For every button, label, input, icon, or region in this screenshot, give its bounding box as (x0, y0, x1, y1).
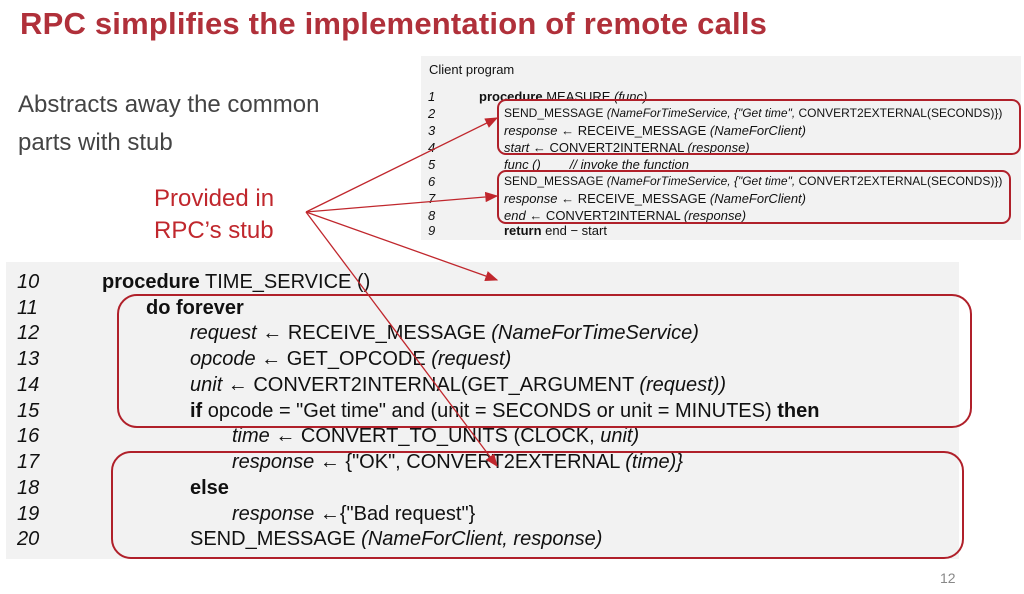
arrow-to-server-send (305, 211, 498, 468)
line-number: 17 (17, 451, 40, 473)
page-number: 12 (940, 570, 956, 586)
arrow-to-server-receive (305, 211, 499, 281)
line-number: 6 (428, 174, 436, 189)
stub-callout: Provided in RPC’s stub (154, 185, 275, 244)
line-number: 11 (17, 297, 38, 319)
keyword: then (777, 400, 820, 422)
line-number: 5 (428, 157, 436, 172)
line-number: 15 (17, 400, 40, 422)
slide-title: RPC simplifies the implementation of rem… (20, 6, 768, 41)
keyword: else (190, 477, 229, 499)
line-number: 4 (428, 140, 436, 155)
keyword: if (190, 400, 203, 422)
line-number: 9 (428, 223, 436, 238)
client-program-heading: Client program (429, 62, 515, 77)
time-service-panel: 10 procedure TIME_SERVICE () 11 do forev… (6, 262, 959, 559)
arrow-to-client-block-1 (305, 117, 499, 213)
line-number: 16 (17, 425, 40, 447)
line-number: 18 (17, 477, 40, 499)
line-number: 19 (17, 503, 40, 525)
line-number: 10 (17, 271, 40, 293)
line-number: 12 (17, 322, 40, 344)
server-receive-highlight (117, 294, 972, 428)
keyword: do forever (146, 297, 244, 319)
line-number: 2 (428, 106, 436, 121)
line-number: 14 (17, 374, 40, 396)
keyword: procedure (102, 271, 200, 293)
line-number: 1 (428, 89, 436, 104)
slide-subtitle: Abstracts away the common parts with stu… (18, 91, 320, 156)
arrow-to-client-block-2 (305, 191, 499, 213)
server-send-highlight (111, 451, 964, 559)
keyword: return (504, 223, 542, 238)
client-program-panel: Client program 1 procedure MEASURE (func… (421, 56, 1021, 240)
line-number: 7 (428, 191, 436, 206)
line-number: 13 (17, 348, 40, 370)
line-number: 8 (428, 208, 436, 223)
line-number: 3 (428, 123, 436, 138)
line-number: 20 (17, 528, 40, 550)
